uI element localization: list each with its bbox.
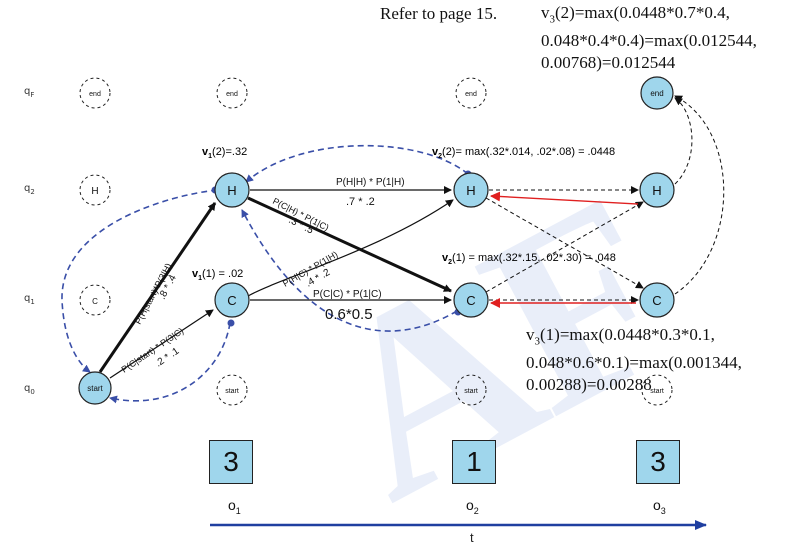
empty-end-label: end — [89, 91, 101, 98]
state-label-q1: q1 — [24, 293, 35, 306]
observation-box-2: 1 — [452, 440, 496, 484]
empty-cold-label: C — [92, 297, 98, 306]
empty-end-label: end — [465, 91, 477, 98]
cold-node-label: C — [227, 293, 236, 308]
observation-label-3: o3 — [653, 497, 666, 516]
trellis-cell-end-t0 — [79, 77, 111, 109]
cold-node-label: C — [652, 293, 661, 308]
empty-hot-label: H — [91, 186, 98, 197]
state-label-q0: q0 — [24, 383, 35, 396]
start-node-label: start — [87, 384, 103, 393]
trellis-cell-cold-t0 — [79, 284, 111, 316]
trellis-cell-start-t3 — [641, 374, 673, 406]
transition-h1-to-c2 — [247, 196, 452, 293]
node-hot-t3 — [639, 172, 675, 208]
prob-value-cc: 0.6*0.5 — [325, 306, 373, 323]
hot-node-label: H — [466, 183, 475, 198]
node-cold-t1 — [214, 282, 250, 318]
best-path-arrow-h3-to-h2 — [490, 191, 639, 205]
transition-start-to-h1 — [98, 202, 217, 373]
empty-end-label: end — [226, 91, 238, 98]
hot-node-label: H — [652, 183, 661, 198]
empty-start-label: start — [225, 388, 239, 395]
observation-box-3: 3 — [636, 440, 680, 484]
empty-start-label: start — [650, 388, 664, 395]
trellis-cell-start-t1 — [216, 374, 248, 406]
viterbi-annotation-v2-1: v2(1) = max(.32*.15, .02*.30) = .048 — [442, 252, 616, 266]
backpointer-c2-to-h1 — [241, 209, 458, 332]
v3-1-computation: v3(1)=max(0.0448*0.3*0.1, 0.048*0.6*0.1)… — [526, 325, 742, 395]
trellis-cell-end-t2 — [455, 77, 487, 109]
prob-value-hh: .7 * .2 — [346, 196, 375, 208]
cold-node-label: C — [466, 293, 475, 308]
transition-c3-to-end — [674, 95, 725, 295]
transition-h2-to-c3 — [485, 197, 644, 289]
state-label-q2: q2 — [24, 183, 35, 196]
node-start — [78, 371, 112, 405]
prob-label-hh: P(H|H) * P(1|H) — [336, 177, 405, 188]
trellis-cell-start-t2 — [455, 374, 487, 406]
transition-h3-to-end — [674, 97, 693, 185]
observation-box-1: 3 — [209, 440, 253, 484]
observation-label-2: o2 — [466, 497, 479, 516]
transition-c2-to-h3 — [485, 201, 644, 293]
hot-node-label: H — [227, 183, 236, 198]
backpointer-origin-dot — [227, 319, 235, 327]
trellis-cell-hot-t0 — [79, 174, 111, 206]
backpointer-h1-to-start — [61, 189, 218, 373]
v3-2-computation: v3(2)=max(0.0448*0.7*0.4, 0.048*0.4*0.4)… — [541, 3, 757, 73]
node-end-t3 — [640, 76, 674, 110]
refer-note: Refer to page 15. — [380, 4, 498, 23]
empty-start-label: start — [464, 388, 478, 395]
transition-start-to-c1 — [109, 309, 214, 379]
end-node-label: end — [650, 89, 663, 98]
viterbi-annotation-v2-2: v2(2)= max(.32*.014, .02*.08) = .0448 — [432, 146, 615, 160]
viterbi-annotation-v1-1: v1(1) = .02 — [192, 268, 243, 282]
time-axis-label: t — [470, 530, 474, 545]
node-cold-t3 — [639, 282, 675, 318]
backpointer-c1-to-start — [109, 322, 231, 404]
node-cold-t2 — [453, 282, 489, 318]
transition-c1-to-h2 — [247, 199, 454, 297]
state-label-qF: qF — [24, 86, 35, 99]
observation-label-1: o1 — [228, 497, 241, 516]
backpointer-h2-to-h1 — [245, 144, 469, 183]
trellis-cell-end-t1 — [216, 77, 248, 109]
viterbi-annotation-v1-2: v1(2)=.32 — [202, 146, 247, 160]
node-hot-t1 — [214, 172, 250, 208]
prob-label-cc: P(C|C) * P(1|C) — [313, 289, 382, 300]
node-hot-t2 — [453, 172, 489, 208]
